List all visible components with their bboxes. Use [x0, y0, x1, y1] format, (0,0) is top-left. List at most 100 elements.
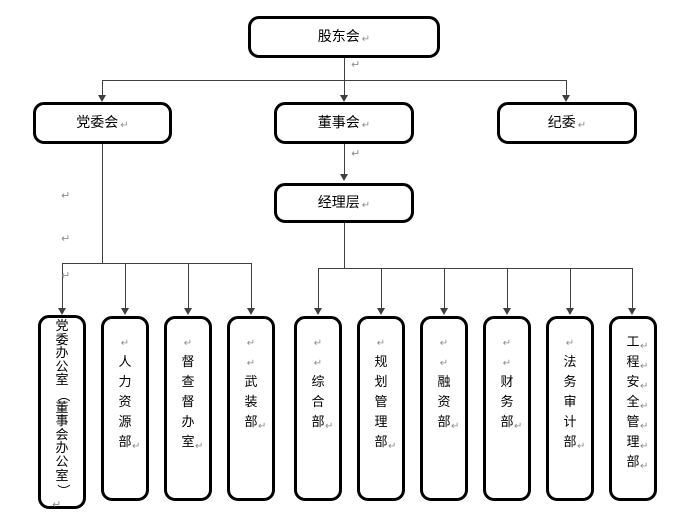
paragraph-mark-icon: ↵: [61, 189, 71, 202]
paragraph-mark-icon: ↵: [640, 461, 649, 472]
dept-label-char: 人: [104, 353, 146, 373]
dept-label-char: 划: [360, 373, 402, 393]
dept-label-char-glyph: 力: [118, 375, 132, 390]
paragraph-mark-icon: ↵: [120, 120, 129, 131]
connector-line: [444, 268, 445, 308]
dept-label-char: 部↵: [360, 433, 402, 453]
dept-label-char: 管↵: [612, 413, 654, 433]
connector-line: [62, 263, 63, 308]
dept-node-5[interactable]: ↵↵综合部↵: [294, 316, 342, 501]
connector-line: [318, 268, 319, 308]
dept-label-char-glyph: 办: [181, 415, 195, 430]
dept-label-char: 资: [104, 393, 146, 413]
dept-label-char-glyph: 资: [118, 395, 132, 410]
dept-label-char-glyph: 公: [55, 359, 69, 375]
dept-label-char: 办: [41, 442, 83, 456]
dept-node-4[interactable]: ↵↵武装部↵: [227, 316, 275, 501]
dept-label-char: 室↵: [167, 433, 209, 453]
org-node-discipline-committee[interactable]: 纪委↵: [497, 102, 637, 144]
dept-node-3[interactable]: ↵督查督办室↵: [164, 316, 212, 501]
arrow-down-icon: [184, 308, 192, 315]
dept-node-8[interactable]: ↵ ↵ 财务部↵: [483, 316, 531, 501]
connector-line: [318, 268, 633, 269]
paragraph-mark-icon: ↵: [388, 441, 397, 452]
dept-label-char-glyph: 理: [374, 415, 388, 430]
dept-label-char-glyph: 资: [437, 395, 451, 410]
arrow-down-icon: [247, 308, 255, 315]
paragraph-mark-icon: ↵: [439, 358, 449, 369]
dept-label-char: 督: [167, 393, 209, 413]
dept-label-char-glyph: 督: [181, 395, 195, 410]
dept-label-char: 安↵: [612, 373, 654, 393]
paragraph-mark-icon: ↵: [361, 200, 371, 211]
dept-label-char-glyph: 委: [55, 332, 69, 348]
dept-label-char: 规: [360, 353, 402, 373]
arrow-down-icon: [566, 308, 574, 315]
node-label: 股东会: [317, 29, 360, 45]
dept-label-char: 源: [104, 413, 146, 433]
paragraph-mark-icon: ↵: [640, 401, 649, 412]
dept-label-char: 公: [41, 359, 83, 375]
paragraph-mark-icon: ↵: [258, 421, 267, 432]
dept-node-10[interactable]: 工↵程↵安↵全↵管↵理↵部↵: [609, 316, 657, 501]
dept-label-char-glyph: 党: [55, 319, 69, 334]
dept-label-char-glyph: 划: [374, 375, 388, 390]
empty-line: ↵: [104, 333, 146, 353]
dept-label-char-glyph: 部: [563, 435, 577, 450]
dept-label-char-glyph: 公: [55, 454, 69, 470]
dept-label-char: 务: [486, 393, 528, 413]
paragraph-mark-icon: ↵: [351, 58, 361, 71]
paragraph-mark-icon: ↵: [514, 421, 523, 432]
dept-node-2[interactable]: ↵人力资源部↵: [101, 316, 149, 501]
dept-label-char: 武: [230, 373, 272, 393]
paragraph-mark-icon: ↵: [640, 441, 649, 452]
dept-label-char-glyph: 董: [55, 400, 69, 416]
arrow-down-icon: [340, 95, 348, 102]
empty-line: ↵: [423, 353, 465, 373]
connector-line: [570, 268, 571, 308]
paragraph-mark-icon: ↵: [577, 120, 587, 131]
empty-line: ↵: [230, 333, 272, 353]
dept-label-char-glyph: 事: [55, 414, 69, 430]
dept-label-char: 部↵: [612, 453, 654, 473]
dept-label-char: 财: [486, 373, 528, 393]
dept-label-char: 办: [167, 413, 209, 433]
org-node-shareholders-meeting[interactable]: 股东会↵: [248, 16, 440, 58]
dept-label-char: 会: [41, 428, 83, 443]
paragraph-mark-icon: ↵: [565, 338, 575, 349]
dept-label-char-glyph: 部: [437, 415, 451, 430]
dept-label-char: 党: [41, 320, 83, 334]
connector-line: [632, 268, 633, 308]
dept-label-char-glyph: 融: [437, 375, 451, 390]
empty-line: ↵: [486, 333, 528, 353]
dept-label-char: 部↵: [486, 413, 528, 433]
dept-label-char-glyph: 武: [244, 375, 258, 390]
paragraph-mark-icon: ↵: [640, 361, 649, 372]
dept-label-char-glyph: 财: [500, 375, 514, 390]
dept-node-9[interactable]: ↵法务审计部↵: [546, 316, 594, 501]
paragraph-mark-icon: ↵: [325, 421, 334, 432]
paragraph-mark-icon: ↵: [376, 338, 386, 349]
paragraph-mark-icon: ↵: [351, 147, 361, 160]
dept-label-char: 部↵: [104, 433, 146, 453]
dept-label-char: 部↵: [230, 413, 272, 433]
paragraph-mark-icon: ↵: [61, 232, 71, 245]
dept-node-1[interactable]: 党委办公室（董事会办公室）: [38, 315, 86, 509]
dept-node-6[interactable]: ↵规划管理部↵: [357, 316, 405, 501]
org-node-party-committee[interactable]: 党委会↵: [33, 102, 172, 144]
empty-line: ↵: [549, 333, 591, 353]
org-node-management-layer[interactable]: 经理层↵: [274, 183, 414, 223]
connector-line: [188, 263, 189, 308]
empty-line: ↵: [297, 333, 339, 353]
paragraph-mark-icon: ↵: [640, 381, 649, 392]
dept-label-char-glyph: 办: [55, 441, 69, 457]
dept-node-7[interactable]: ↵↵融资部↵: [420, 316, 468, 501]
dept-label-char-glyph: 审: [563, 395, 577, 410]
arrow-down-icon: [98, 95, 106, 102]
dept-label-char: ）: [41, 483, 83, 497]
dept-label-char: 全↵: [612, 393, 654, 413]
org-node-board-of-directors[interactable]: 董事会↵: [274, 102, 414, 144]
arrow-down-icon: [58, 308, 66, 315]
dept-label-char: 部↵: [423, 413, 465, 433]
dept-label-char: 融: [423, 373, 465, 393]
